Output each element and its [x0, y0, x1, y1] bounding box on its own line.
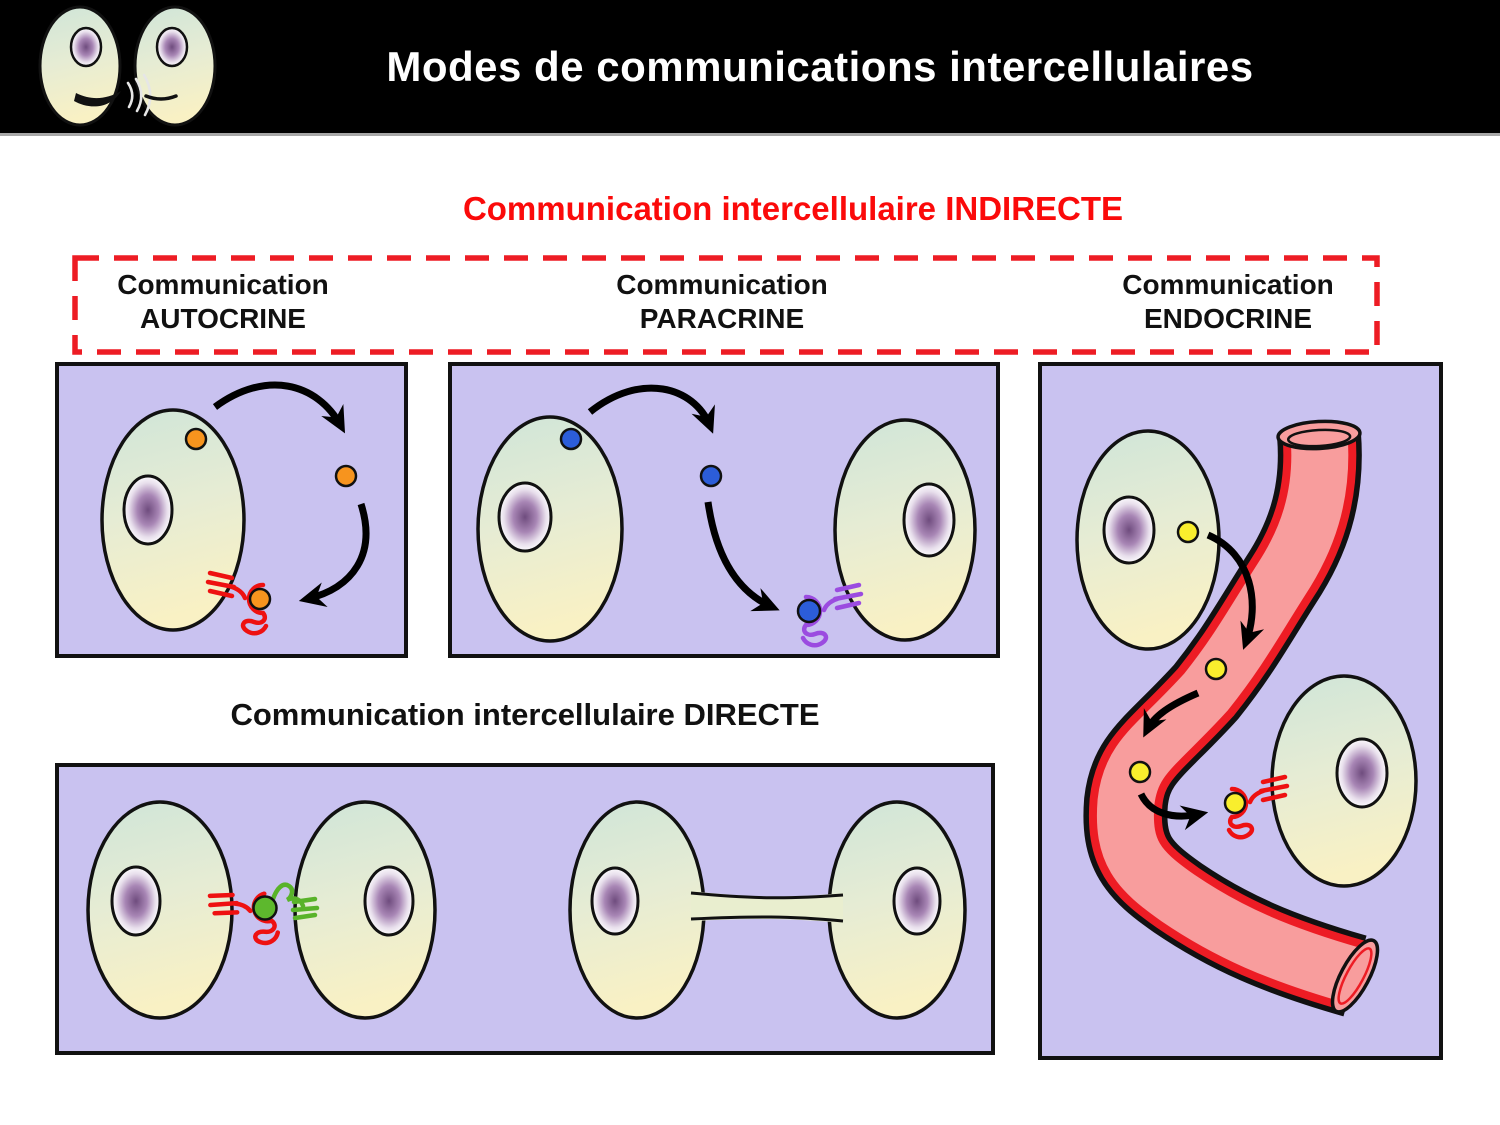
gap-junction-pair [568, 800, 967, 1020]
mouth-icon [144, 94, 178, 101]
indirect-section-title: Communication intercellulaire INDIRECTE [462, 190, 1124, 227]
ligand-dot [184, 427, 208, 451]
arrow [704, 501, 780, 612]
nucleus [590, 866, 640, 936]
ligand-dot [1176, 520, 1200, 544]
nucleus [497, 481, 553, 553]
direct-contact-pair [86, 800, 437, 1020]
gap-junction-bridge [691, 891, 843, 923]
nucleus [902, 482, 956, 558]
ligand-dot [334, 464, 358, 488]
ligand-dot [559, 427, 583, 451]
autocrine-diagram [55, 362, 408, 658]
arrow [298, 502, 370, 608]
mode-label-autocrine: Communication AUTOCRINE [117, 269, 329, 334]
indirect-modes-dashed-box [72, 255, 1380, 355]
arrow [587, 384, 715, 434]
arrow [1137, 792, 1209, 831]
ligand-dot [699, 464, 723, 488]
direct-section-title: Communication intercellulaire DIRECTE [230, 697, 820, 732]
paracrine-diagram [448, 362, 1000, 658]
nucleus [1102, 495, 1156, 565]
mode-label-paracrine: Communication PARACRINE [616, 269, 828, 334]
ligand-dot [248, 587, 272, 611]
arrow [1206, 531, 1265, 650]
blood-vessel [1083, 419, 1380, 1017]
page-title: Modes de communications intercellulaires [386, 42, 1254, 90]
ligand-dot [252, 895, 278, 921]
ligand-dot [1128, 760, 1152, 784]
arrow [1143, 689, 1200, 738]
ligand-dot [1223, 791, 1247, 815]
nucleus [1335, 737, 1389, 809]
cell [38, 5, 122, 127]
mode-label-endocrine: Communication ENDOCRINE [1122, 269, 1334, 334]
talking-cells-logo [38, 5, 217, 127]
nucleus [122, 474, 174, 546]
ligand-dot [796, 598, 822, 624]
endocrine-diagram [1038, 362, 1443, 1060]
cell [100, 408, 246, 632]
direct-communication-diagram [55, 763, 995, 1055]
nucleus [110, 865, 162, 937]
nucleus [892, 866, 942, 936]
header-bar: Modes de communications intercellulaires [0, 0, 1500, 136]
arrow [212, 381, 346, 434]
ligand-dot [1204, 657, 1228, 681]
receptor-icon [270, 882, 320, 921]
sound-waves-icon [126, 73, 152, 117]
nucleus [69, 26, 103, 68]
mouth-icon [74, 91, 121, 107]
nucleus [155, 26, 189, 68]
nucleus [363, 865, 415, 937]
